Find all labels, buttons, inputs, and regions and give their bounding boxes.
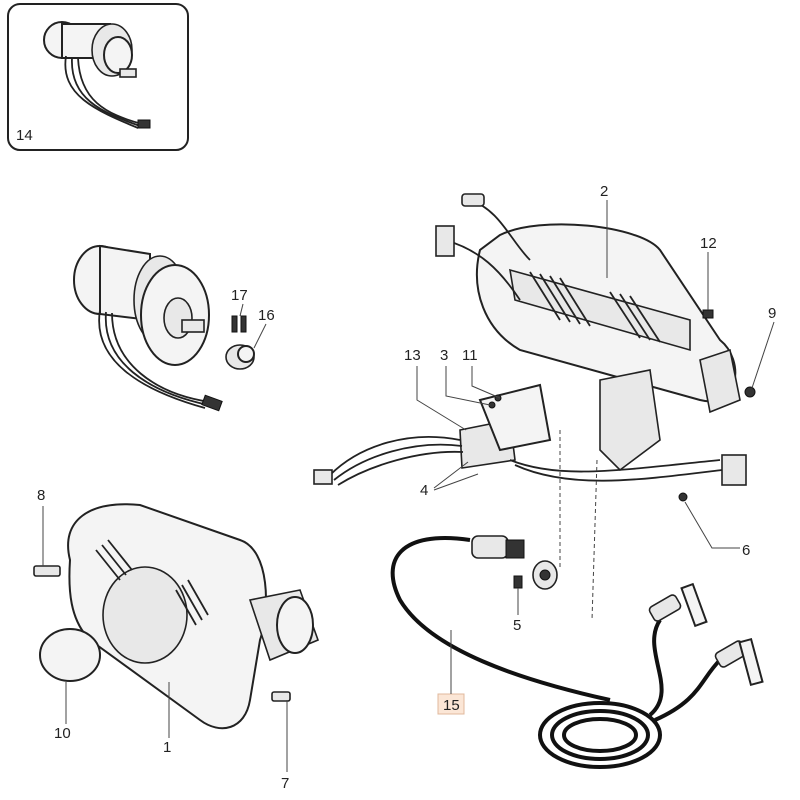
callout-6: 6 — [742, 542, 750, 559]
callout-17: 17 — [231, 287, 248, 304]
leader-17 — [239, 303, 244, 317]
callout-13: 13 — [404, 347, 421, 364]
screws-17 — [231, 315, 247, 333]
leader-16 — [253, 323, 267, 349]
leader-9 — [751, 321, 775, 389]
callout-5: 5 — [513, 617, 521, 634]
callout-14: 14 — [16, 127, 33, 144]
callout-11: 11 — [462, 347, 478, 364]
screw-7 — [271, 691, 291, 702]
leader-3 — [445, 366, 491, 406]
dashed-line-a — [591, 459, 598, 621]
screw-12 — [702, 309, 714, 319]
callout-10: 10 — [54, 725, 71, 742]
lens-10 — [39, 628, 101, 682]
motor-assembly — [73, 244, 223, 412]
leader-6 — [684, 501, 740, 549]
callout-1: 1 — [163, 739, 171, 756]
housing-2 — [476, 223, 741, 472]
cable-plug-b — [714, 637, 764, 687]
coupling-nut-16 — [225, 344, 255, 370]
callout-8: 8 — [37, 487, 45, 504]
nut-9 — [744, 386, 756, 398]
power-cable-15 — [390, 535, 764, 769]
shell-vents — [95, 539, 209, 626]
inset-motor-14: 14 — [7, 3, 189, 151]
screw-6 — [678, 492, 688, 502]
body-shell-1 — [67, 503, 320, 730]
housing-wires — [435, 193, 531, 301]
leader-13 — [416, 366, 467, 431]
callout-16: 16 — [258, 307, 275, 324]
callout-15: 15 — [443, 697, 460, 714]
leader-11 — [471, 366, 501, 399]
inset-motor-drawing — [43, 21, 151, 129]
housing-grille — [529, 271, 661, 343]
callout-4: 4 — [420, 482, 428, 499]
grommet-5 — [513, 560, 558, 590]
callout-2: 2 — [600, 183, 608, 200]
leader-4 — [433, 461, 479, 491]
callout-3: 3 — [440, 347, 448, 364]
wiring-harness — [313, 436, 747, 486]
callout-7: 7 — [281, 775, 289, 792]
screw-8 — [33, 565, 61, 577]
callout-9: 9 — [768, 305, 776, 322]
control-module — [459, 383, 552, 469]
cable-plug-a — [648, 582, 708, 628]
callout-12: 12 — [700, 235, 717, 252]
